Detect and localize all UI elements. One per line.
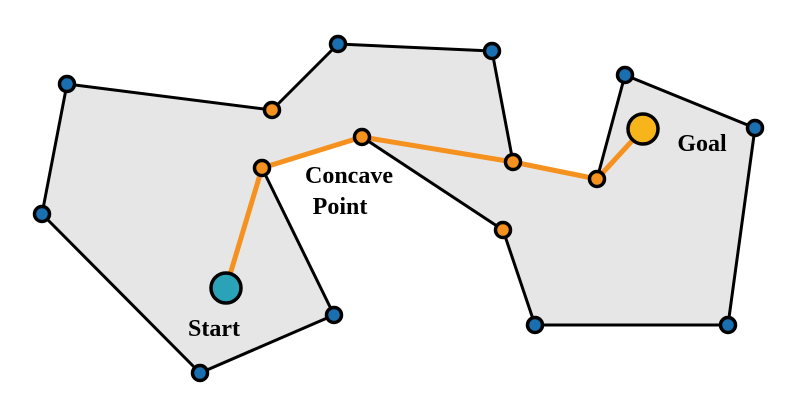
obstacle-vertex bbox=[525, 315, 545, 335]
concave-point-label-line1: Concave bbox=[305, 163, 393, 189]
concave-point-vertex bbox=[352, 127, 372, 147]
path-vertices bbox=[252, 100, 607, 240]
path-vertex bbox=[252, 158, 272, 178]
obstacle-vertices bbox=[32, 34, 765, 383]
obstacle-vertex bbox=[190, 363, 210, 383]
obstacle-vertex bbox=[482, 41, 502, 61]
obstacle-vertex bbox=[32, 204, 52, 224]
start-label: Start bbox=[188, 316, 240, 342]
goal-marker bbox=[626, 112, 660, 146]
goal-label: Goal bbox=[677, 131, 727, 157]
path-vertex bbox=[262, 100, 282, 120]
path-vertex bbox=[587, 169, 607, 189]
obstacle-vertex bbox=[615, 65, 635, 85]
obstacle-vertex bbox=[57, 74, 77, 94]
obstacle-vertex bbox=[328, 34, 348, 54]
obstacle-vertex bbox=[718, 315, 738, 335]
planned-path bbox=[223, 126, 646, 291]
path-vertex bbox=[493, 220, 513, 240]
obstacle-vertex bbox=[324, 305, 344, 325]
start-marker bbox=[209, 271, 243, 305]
concave-point-label-line2: Point bbox=[313, 194, 368, 220]
free-space-region bbox=[40, 42, 757, 375]
path-vertex bbox=[503, 152, 523, 172]
obstacle-vertex bbox=[745, 118, 765, 138]
